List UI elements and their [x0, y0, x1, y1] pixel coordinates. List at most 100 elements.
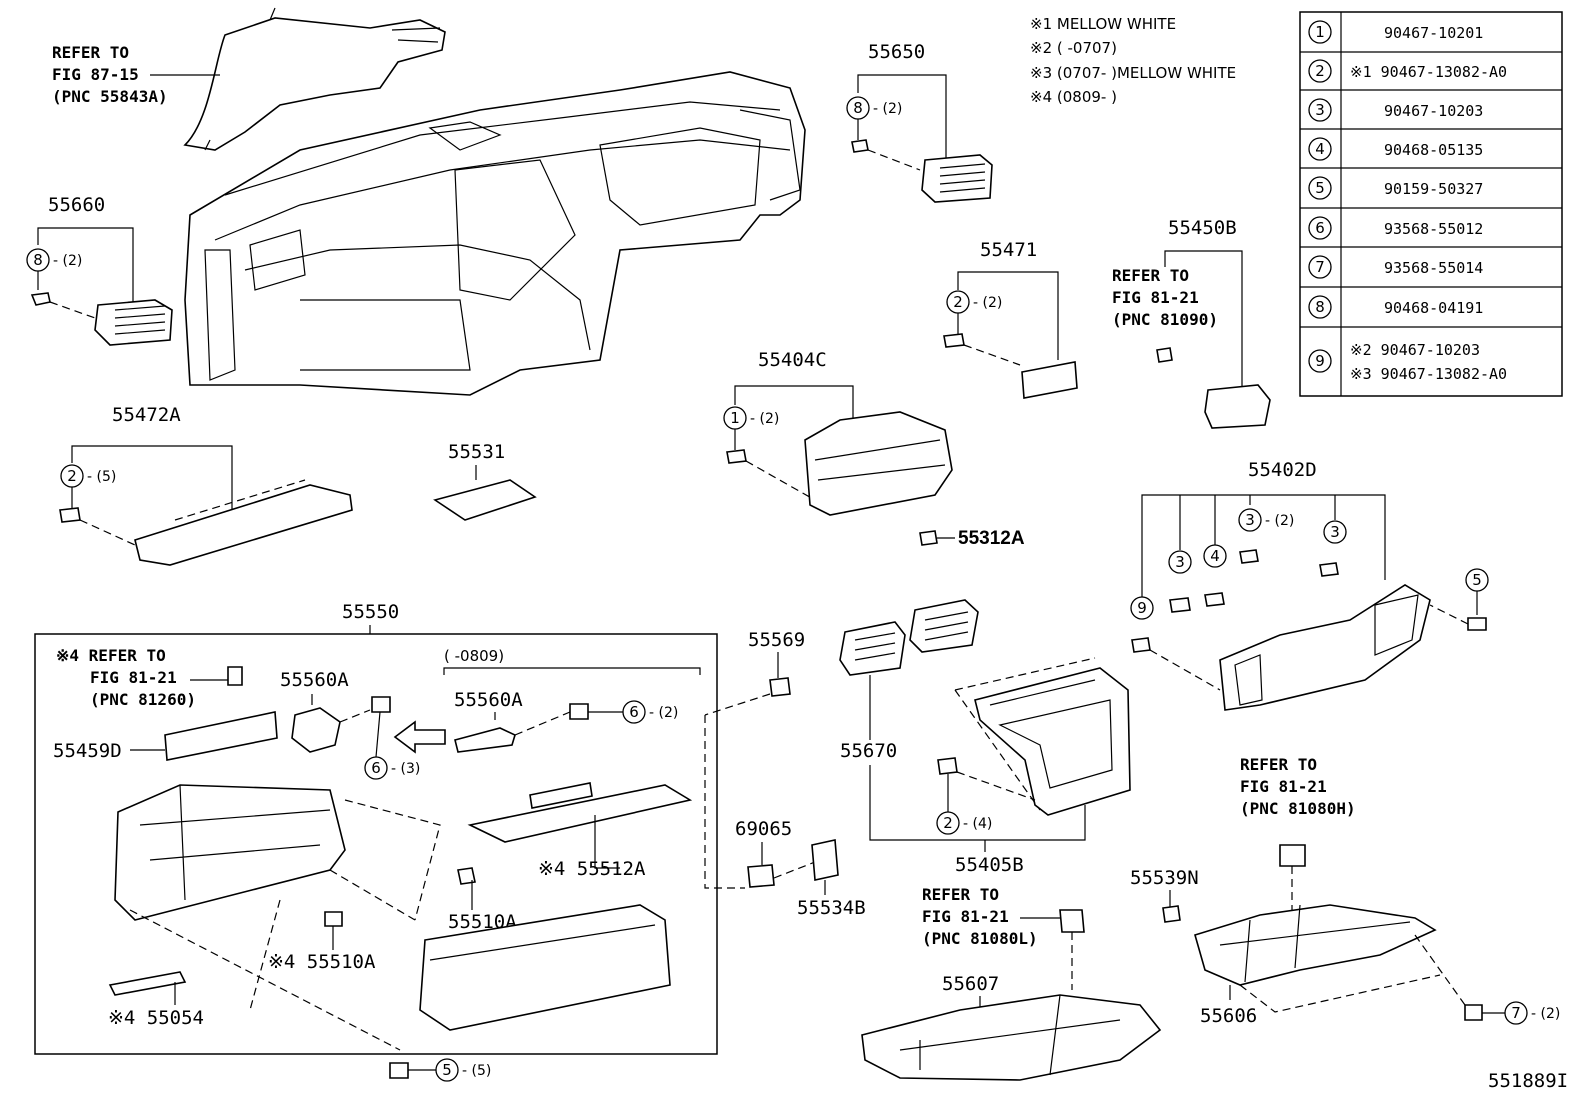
- legend-part-number: 90467-10201: [1384, 24, 1483, 42]
- legend-row-9: 9 ※2 90467-10203 ※3 90467-13082-A0: [1308, 341, 1507, 383]
- ref-line-3: (PNC 55843A): [52, 87, 168, 106]
- part-label: 55606: [1200, 1005, 1257, 1027]
- legend-part-number: ※1 90467-13082-A0: [1350, 63, 1507, 81]
- legend-row-8: 8 90468-04191: [1308, 295, 1483, 319]
- ref-line-3: (PNC 81090): [1112, 310, 1218, 329]
- note-3: ※3 (0707- )MELLOW WHITE: [1030, 64, 1236, 82]
- fastener-legend-table: 1 90467-10201 2 ※1 90467-13082-A0 3 9046…: [1299, 11, 1563, 397]
- part-55539N: 55539N: [1130, 867, 1199, 923]
- part-label: 55450B: [1168, 217, 1237, 239]
- part-55450B: 55450B REFER TO FIG 81-21 (PNC 81090): [1112, 217, 1271, 429]
- ref-line-1: REFER TO: [1240, 755, 1317, 774]
- legend-part-number: 90159-50327: [1384, 180, 1483, 198]
- legend-row-7: 7 93568-55014: [1308, 255, 1483, 279]
- callout-num: 3: [1330, 523, 1340, 541]
- callout-qty: - (2): [1265, 513, 1294, 529]
- part-label: 55650: [868, 41, 925, 63]
- callout-qty: - (2): [53, 253, 82, 269]
- ref-line-3: (PNC 81080H): [1240, 799, 1356, 818]
- callout-num: 3: [1245, 511, 1255, 529]
- legend-num: 4: [1315, 140, 1325, 158]
- part-label: 55534B: [797, 897, 866, 919]
- callout-num: 9: [1137, 599, 1147, 617]
- callout-num: 7: [1511, 1004, 1521, 1022]
- part-55606-lower-cover: REFER TO FIG 81-21 (PNC 81080H) 55606 7 …: [1194, 755, 1560, 1027]
- part-55569: 55569: [704, 629, 805, 889]
- ref-line-3: (PNC 81080L): [922, 929, 1038, 948]
- part-label: 55560A: [280, 669, 349, 691]
- legend-row-2: 2 ※1 90467-13082-A0: [1308, 59, 1507, 83]
- part-label: 55550: [342, 601, 399, 623]
- legend-num: 6: [1315, 219, 1325, 237]
- legend-part-number: 90468-04191: [1384, 299, 1483, 317]
- part-55607-lower-cover: REFER TO FIG 81-21 (PNC 81080L) 55607: [861, 885, 1162, 1081]
- part-label: 55607: [942, 973, 999, 995]
- ref-line-3: (PNC 81260): [90, 690, 196, 709]
- part-label: 55531: [448, 441, 505, 463]
- callout-qty: - (5): [87, 469, 116, 485]
- legend-part-number: 93568-55014: [1384, 259, 1483, 277]
- legend-num: 7: [1315, 258, 1325, 276]
- legend-num: 8: [1315, 298, 1325, 316]
- callout-num: 6: [371, 759, 381, 777]
- callout-num: 4: [1210, 547, 1220, 565]
- ref-line-2: FIG 81-21: [1112, 288, 1199, 307]
- callout-qty: - (2): [649, 705, 678, 721]
- ref-line-2: FIG 87-15: [52, 65, 139, 84]
- part-label: 55405B: [955, 854, 1024, 876]
- legend-num: 1: [1315, 23, 1325, 41]
- callout-num: 5: [442, 1061, 452, 1079]
- part-69065: 69065: [735, 818, 816, 888]
- legend-part-number: 90467-10203: [1384, 102, 1483, 120]
- legend-part-number: ※2 90467-10203: [1350, 341, 1480, 359]
- callout-num: 3: [1175, 553, 1185, 571]
- part-55405B-cluster-panel: 2 - (4) 55405B: [936, 657, 1131, 876]
- callout-qty: - (3): [391, 761, 420, 777]
- callout-qty: - (2): [1531, 1006, 1560, 1022]
- part-label: 55660: [48, 194, 105, 216]
- part-55531: 55531: [433, 441, 537, 521]
- ref-line-1: ※4 REFER TO: [56, 646, 166, 665]
- reference-note-duct: REFER TO FIG 87-15 (PNC 55843A): [52, 43, 220, 106]
- callout-qty: - (4): [963, 816, 992, 832]
- part-55472A: 55472A 2 - (5): [59, 404, 353, 566]
- legend-num: 9: [1315, 352, 1325, 370]
- callout-qty: - (2): [973, 295, 1002, 311]
- callout-qty: - (2): [750, 411, 779, 427]
- part-55402D: 55402D 3 - (2) 3 3 4 9 5: [1130, 459, 1489, 711]
- part-label: 55471: [980, 239, 1037, 261]
- part-55471: 55471 2 - (2): [943, 239, 1078, 399]
- callout-num: 2: [943, 814, 953, 832]
- part-label: ※4 55512A: [538, 858, 646, 880]
- legend-num: 5: [1315, 179, 1325, 197]
- part-label: 55569: [748, 629, 805, 651]
- callout-qty: - (5): [462, 1063, 491, 1079]
- part-55670-vents: 55670: [839, 599, 1086, 841]
- note-2: ※2 ( -0707): [1030, 39, 1117, 57]
- legend-part-number-alt: ※3 90467-13082-A0: [1350, 365, 1507, 383]
- part-label: 55539N: [1130, 867, 1199, 889]
- part-55660-left-vent: 55660 8 - (2): [26, 194, 173, 346]
- instrument-panel-assembly: [183, 7, 806, 396]
- part-55534B: 55534B: [797, 839, 866, 919]
- part-label: 69065: [735, 818, 792, 840]
- part-label: 55404C: [758, 349, 827, 371]
- ref-line-1: REFER TO: [922, 885, 999, 904]
- figure-id: 551889I: [1488, 1070, 1568, 1092]
- callout-num: 5: [1472, 571, 1482, 589]
- legend-row-3: 3 90467-10203: [1308, 98, 1483, 122]
- legend-row-4: 4 90468-05135: [1308, 137, 1483, 161]
- legend-row-1: 1 90467-10201: [1308, 20, 1483, 44]
- part-label: ※4 55054: [108, 1007, 204, 1029]
- legend-num: 2: [1315, 62, 1325, 80]
- note-1: ※1 MELLOW WHITE: [1030, 15, 1176, 33]
- part-label: 55312A: [958, 528, 1025, 549]
- legend-part-number: 90468-05135: [1384, 141, 1483, 159]
- part-label: 55670: [840, 740, 897, 762]
- note-4: ※4 (0809- ): [1030, 88, 1117, 106]
- callout-num: 2: [67, 467, 77, 485]
- part-55404C-meter-hood: 55404C 1 - (2) 55312A: [723, 349, 1025, 549]
- footnotes: ※1 MELLOW WHITE ※2 ( -0707) ※3 (0707- )M…: [1030, 15, 1236, 106]
- callout-num: 8: [853, 99, 863, 117]
- ref-line-1: REFER TO: [52, 43, 129, 62]
